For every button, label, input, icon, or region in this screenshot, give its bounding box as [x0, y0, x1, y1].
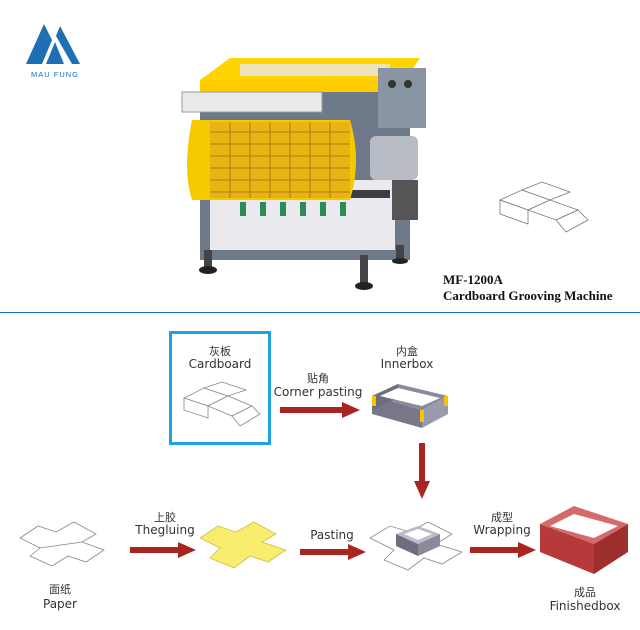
flat-cardboard-sample-icon — [498, 181, 589, 233]
arrow-right-icon — [130, 542, 196, 558]
pasting-label-en: Pasting — [310, 528, 354, 542]
paper-label-en: Paper — [43, 597, 77, 611]
pasted-box-icon — [369, 521, 463, 571]
corner-pasting-label-cn: 贴角 — [307, 372, 329, 385]
innerbox-icon — [372, 384, 448, 428]
paper-label-cn: 面纸 — [49, 583, 71, 596]
arrow-down-icon — [414, 443, 430, 499]
cardboard-highlight-frame — [169, 331, 271, 445]
innerbox-label-cn: 内盒 — [396, 345, 418, 358]
cardboard-label-cn: 灰板 — [209, 345, 231, 358]
cardboard-label-en: Cardboard — [188, 357, 252, 371]
cardboard-icon — [182, 381, 261, 427]
gluing-label-en: Thegluing — [135, 523, 195, 537]
paper-icon — [19, 521, 105, 567]
finished-box-icon — [540, 506, 628, 574]
section-divider — [0, 312, 640, 313]
arrow-right-icon — [300, 544, 366, 560]
finished-label-cn: 成品 — [574, 586, 596, 599]
wrapping-label-cn: 成型 — [491, 511, 513, 524]
arrow-right-icon — [280, 402, 360, 418]
finished-label-en: Finishedbox — [549, 599, 621, 613]
mau-fung-logo-icon — [26, 24, 80, 64]
innerbox-label-en: Innerbox — [380, 357, 434, 371]
glued-paper-icon — [199, 521, 287, 569]
grooving-machine-image — [181, 58, 426, 290]
brand-name: MAU FUNG — [31, 70, 79, 79]
machine-name: Cardboard Grooving Machine — [443, 288, 613, 303]
gluing-label-cn: 上胶 — [154, 511, 176, 524]
wrapping-label-en: Wrapping — [473, 523, 531, 537]
machine-model: MF-1200A — [443, 272, 503, 287]
corner-pasting-label-en: Corner pasting — [273, 385, 363, 399]
arrow-right-icon — [470, 542, 536, 558]
